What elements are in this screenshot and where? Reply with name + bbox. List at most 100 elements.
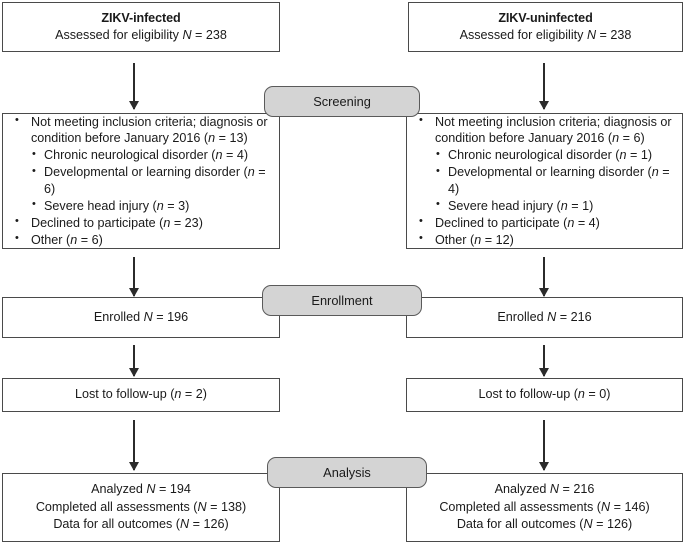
left-excl-0-0-before: Chronic neurological disorder (	[44, 148, 216, 163]
left-excl-1-after: = 23)	[170, 215, 203, 230]
stage-pill-enrollment: Enrollment	[262, 285, 422, 316]
right-arrow-enrolled-to-lost	[543, 345, 545, 376]
left-enrolled-value: = 196	[152, 309, 189, 324]
left-analysis-2-prefix: Data for all outcomes (	[53, 517, 181, 532]
right-excl-0-before: Not meeting inclusion criteria; diagnosi…	[435, 114, 672, 146]
right-assessed-prefix: Assessed for eligibility	[459, 28, 587, 42]
left-excl-0-before: Not meeting inclusion criteria; diagnosi…	[31, 114, 268, 146]
left-enrolled-prefix: Enrolled	[93, 309, 144, 324]
right-excl-0-1-before: Developmental or learning disorder (	[448, 165, 652, 180]
right-lost-value: = 0)	[584, 387, 611, 402]
right-analysis-0-prefix: Analyzed	[494, 482, 550, 497]
right-enrolled-var: N	[547, 309, 557, 324]
right-excl-0-0-before: Chronic neurological disorder (	[448, 148, 620, 163]
right-excl-0-var: n	[612, 131, 620, 146]
right-excl-0-after: = 6)	[619, 131, 645, 146]
right-analysis-box: Analyzed N = 216 Completed all assessmen…	[406, 473, 683, 542]
stage-pill-screening: Screening	[264, 86, 420, 117]
list-item: Developmental or learning disorder (n = …	[31, 164, 273, 198]
left-analysis-2-value: = 126)	[189, 517, 229, 532]
left-analysis-line-0: Analyzed N = 194	[91, 481, 191, 498]
stage-pill-analysis-label: Analysis	[323, 465, 371, 480]
list-item: Declined to participate (n = 4)	[415, 214, 676, 232]
right-excl-2-var: n	[474, 232, 482, 247]
right-assessed-value: = 238	[596, 28, 632, 42]
left-analysis-0-prefix: Analyzed	[91, 482, 147, 497]
right-excluded-box: Not meeting inclusion criteria; diagnosi…	[406, 113, 683, 249]
left-excl-0-2-var: n	[156, 198, 164, 213]
right-analysis-line-1: Completed all assessments (N = 146)	[439, 499, 649, 516]
left-excl-2-before: Other (	[31, 232, 71, 247]
right-excl-1-after: = 4)	[574, 215, 600, 230]
left-analysis-2-var: N	[180, 517, 190, 532]
right-analysis-1-var: N	[601, 499, 611, 514]
right-excl-0-2-var: n	[560, 198, 568, 213]
right-excl-1-before: Declined to participate (	[435, 215, 568, 230]
left-analysis-line-2: Data for all outcomes (N = 126)	[53, 516, 228, 533]
right-excl-0-2-after: = 1)	[567, 198, 594, 213]
left-lost-value: = 2)	[181, 387, 207, 402]
right-enrolled-box: Enrolled N = 216	[406, 297, 683, 338]
list-item: Severe head injury (n = 1)	[435, 197, 676, 215]
right-analysis-0-var: N	[549, 482, 560, 497]
right-assessed-var: N	[586, 28, 597, 42]
left-lost-line: Lost to follow-up (n = 2)	[75, 386, 207, 403]
left-assessed-line: Assessed for eligibility N = 238	[55, 27, 227, 44]
right-excl-0-1-after: = 4)	[448, 165, 670, 196]
right-excl-0-0-var: n	[619, 148, 627, 163]
left-excl-2-var: n	[70, 232, 78, 247]
right-assessed-line: Assessed for eligibility N = 238	[460, 27, 632, 44]
left-assessed-value: = 238	[191, 28, 227, 42]
left-arrow-excluded-to-enrolled	[133, 257, 135, 296]
right-excl-0-1-var: n	[651, 165, 659, 180]
list-item: Developmental or learning disorder (n = …	[435, 164, 676, 198]
right-analysis-2-value: = 126)	[592, 517, 633, 532]
left-excl-0-2-before: Severe head injury (	[44, 198, 157, 213]
right-enrolled-value: = 216	[556, 309, 592, 324]
left-header-box: ZIKV-infected Assessed for eligibility N…	[2, 2, 280, 52]
left-excl-1-var: n	[163, 215, 171, 230]
left-excl-2-after: = 6)	[77, 232, 103, 247]
left-excl-0-var: n	[208, 131, 216, 146]
right-header-box: ZIKV-uninfected Assessed for eligibility…	[408, 2, 683, 52]
right-lost-box: Lost to follow-up (n = 0)	[406, 378, 683, 412]
left-lost-prefix: Lost to follow-up (	[75, 387, 175, 402]
left-enrolled-var: N	[143, 309, 153, 324]
right-excl-1-var: n	[567, 215, 575, 230]
left-analysis-0-var: N	[146, 482, 156, 497]
right-lost-var: n	[577, 387, 585, 402]
left-excl-1-before: Declined to participate (	[31, 215, 164, 230]
right-analysis-2-prefix: Data for all outcomes (	[456, 517, 584, 532]
left-excl-0-0-var: n	[215, 148, 223, 163]
left-arrow-enrolled-to-lost	[133, 345, 135, 376]
right-analysis-1-prefix: Completed all assessments (	[439, 499, 601, 514]
left-lost-var: n	[174, 387, 182, 402]
left-excl-0-1-var: n	[247, 165, 255, 180]
right-arm-title: ZIKV-uninfected	[498, 10, 593, 25]
right-arrow-header-to-excluded	[543, 63, 545, 109]
stage-pill-analysis: Analysis	[267, 457, 427, 488]
left-analysis-1-var: N	[197, 499, 207, 514]
right-arrow-excluded-to-enrolled	[543, 257, 545, 296]
right-excluded-sublist: Chronic neurological disorder (n = 1) De…	[435, 147, 676, 215]
left-excl-0-2-after: = 3)	[163, 198, 190, 213]
list-item: Chronic neurological disorder (n = 4)	[31, 147, 273, 164]
left-assessed-prefix: Assessed for eligibility	[55, 28, 183, 42]
right-analysis-0-value: = 216	[559, 482, 595, 497]
left-enrolled-box: Enrolled N = 196	[2, 297, 280, 338]
right-excl-2-after: = 12)	[481, 232, 514, 247]
left-analysis-line-1: Completed all assessments (N = 138)	[36, 499, 246, 516]
left-lost-box: Lost to follow-up (n = 2)	[2, 378, 280, 412]
left-analysis-0-value: = 194	[155, 482, 191, 497]
left-excluded-box: Not meeting inclusion criteria; diagnosi…	[2, 113, 280, 249]
list-item: Declined to participate (n = 23)	[11, 214, 273, 232]
right-excl-2-before: Other (	[435, 232, 475, 247]
list-item: Other (n = 6)	[11, 231, 273, 249]
left-enrolled-line: Enrolled N = 196	[94, 309, 188, 326]
right-analysis-line-0: Analyzed N = 216	[495, 481, 595, 498]
left-excl-0-0-after: = 4)	[222, 148, 249, 163]
left-assessed-var: N	[182, 28, 192, 42]
right-arrow-lost-to-analysis	[543, 420, 545, 470]
left-arrow-header-to-excluded	[133, 63, 135, 109]
